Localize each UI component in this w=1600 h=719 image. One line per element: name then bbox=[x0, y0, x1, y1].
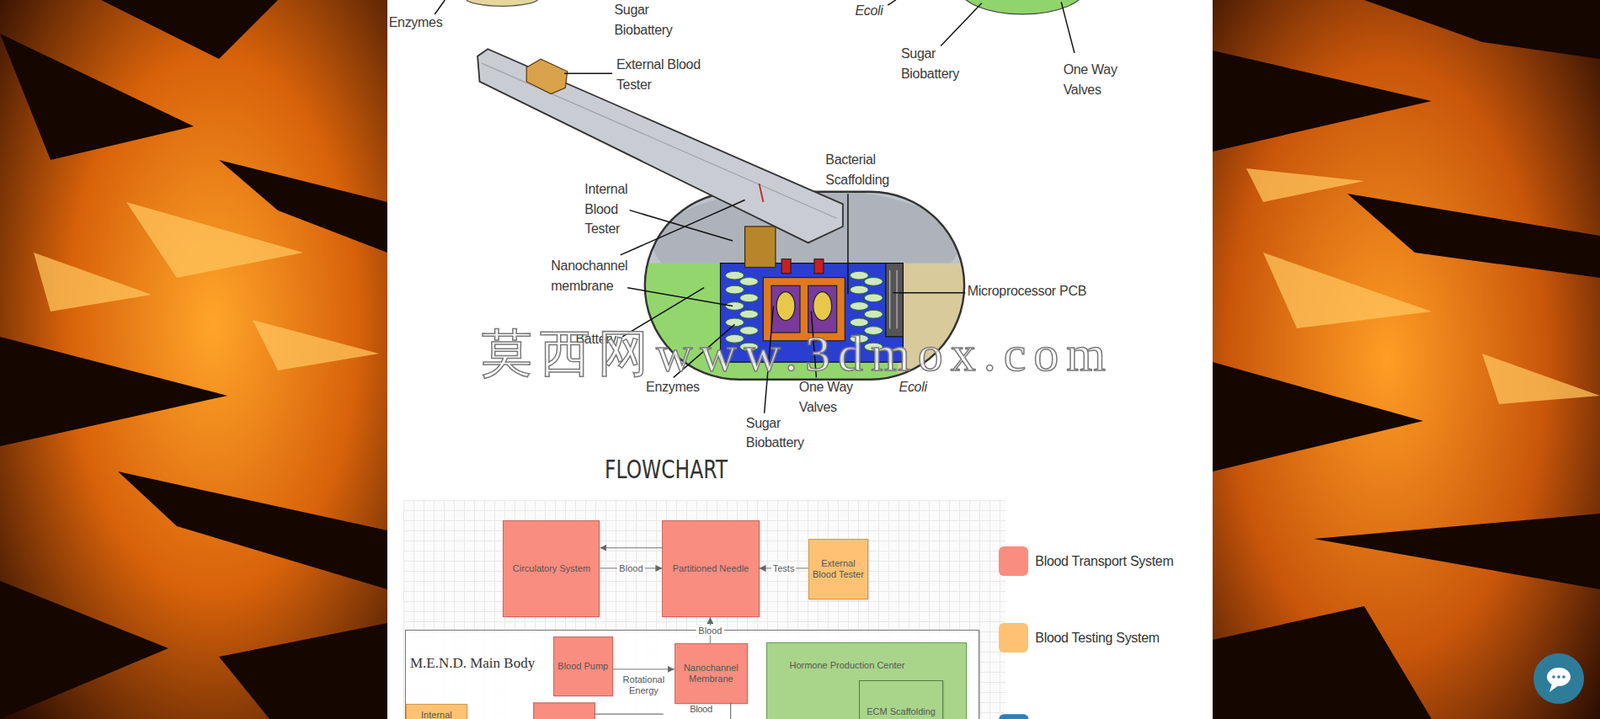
part-label: Sugar Biobattery bbox=[746, 413, 822, 454]
node-text: External Blood Tester bbox=[812, 558, 864, 581]
line-label: Blood bbox=[689, 704, 713, 715]
chat-button bbox=[1533, 653, 1584, 704]
part-label: One Way Valves bbox=[1063, 59, 1127, 100]
process-box: Partitioned Needle bbox=[661, 520, 759, 618]
part-label: Sugar Biobattery bbox=[901, 43, 977, 84]
process-box: Blood Pump bbox=[553, 636, 614, 697]
node-text: Internal bbox=[421, 709, 453, 719]
connector-line bbox=[730, 703, 731, 719]
edge-label: Rotational Energy bbox=[618, 675, 668, 697]
part-label: Enzymes bbox=[645, 377, 700, 398]
process-box: Circulatory System bbox=[502, 520, 600, 618]
part-label: Ecoli bbox=[899, 377, 928, 398]
edge-label: Blood bbox=[617, 563, 645, 575]
part-label: One Way Valves bbox=[799, 377, 863, 417]
node-text: Blood Pump bbox=[557, 661, 608, 672]
top-capsule-part bbox=[465, 0, 539, 6]
part-label: External Blood Tester bbox=[616, 54, 714, 95]
process-box: Nanochannel Membrane bbox=[674, 643, 748, 704]
flow-arrow bbox=[599, 547, 662, 549]
edge-label: Tests bbox=[771, 563, 797, 575]
edge-label: Blood bbox=[696, 624, 724, 636]
part-label: Bacterial Scaffolding bbox=[825, 149, 903, 190]
flowchart-title: FLOWCHART bbox=[604, 454, 728, 485]
node-text: Partitioned Needle bbox=[672, 563, 750, 575]
watermark: 莫西网www.3dmox.com bbox=[481, 328, 1114, 379]
scaffold-box: ECM Scaffolding bbox=[858, 680, 944, 719]
node-text: M.E.N.D. Main Body bbox=[410, 655, 535, 672]
part-label: Ecoli bbox=[854, 0, 883, 22]
legend-swatch bbox=[998, 623, 1029, 653]
node-text: Hormone Production Center bbox=[789, 660, 905, 672]
connector-line bbox=[594, 714, 663, 715]
part-label: Microprocessor PCB bbox=[967, 281, 1087, 302]
tester-box: External Blood Tester bbox=[808, 538, 869, 601]
flow-arrow bbox=[613, 668, 675, 670]
node-text: ECM Scaffolding bbox=[866, 706, 936, 718]
needle bbox=[477, 48, 843, 243]
legend-text: Blood Transport System bbox=[1034, 554, 1174, 570]
part-label: Internal Blood Tester bbox=[584, 179, 640, 240]
cut-off-box bbox=[533, 703, 596, 719]
node-text: Circulatory System bbox=[512, 563, 591, 575]
part-label: Enzymes bbox=[389, 12, 443, 33]
legend-swatch-cut bbox=[998, 714, 1029, 719]
legend-row: Blood Transport System bbox=[998, 546, 1174, 576]
node-text: Nanochannel Membrane bbox=[678, 662, 744, 685]
external-tester-block bbox=[526, 58, 567, 94]
legend-swatch bbox=[998, 546, 1029, 576]
part-label: Nanochannel membrane bbox=[550, 256, 635, 296]
hormone-group: Hormone Production CenterECM Scaffolding bbox=[766, 642, 968, 719]
part-label: Sugar Biobattery bbox=[613, 0, 690, 40]
legend-text: Blood Testing System bbox=[1034, 630, 1160, 646]
legend-row: Blood Testing System bbox=[998, 623, 1160, 653]
left-panel bbox=[0, 0, 388, 719]
leader-lines bbox=[434, 0, 1075, 54]
right-panel bbox=[1212, 0, 1600, 719]
tester-box: Internal bbox=[405, 704, 468, 719]
